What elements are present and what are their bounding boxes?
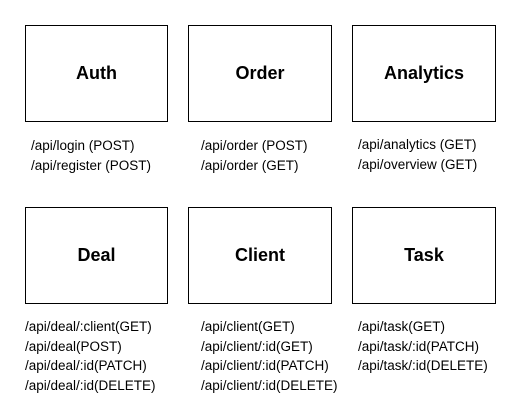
endpoint-item: /api/task/:id(DELETE)	[358, 358, 488, 373]
endpoint-list-auth: /api/login (POST) /api/register (POST)	[31, 136, 151, 175]
endpoint-item: /api/order (GET)	[201, 157, 299, 173]
module-title-auth: Auth	[76, 63, 117, 83]
endpoint-item: /api/register (POST)	[31, 157, 152, 173]
endpoint-list-deal: /api/deal/:client(GET) /api/deal(POST) /…	[25, 317, 156, 395]
module-box-task: Task	[352, 207, 496, 304]
module-box-client: Client	[188, 207, 332, 304]
endpoint-item: /api/client/:id(GET)	[201, 338, 313, 354]
endpoint-item: /api/deal/:client(GET)	[25, 319, 152, 334]
module-title-deal: Deal	[77, 245, 116, 265]
module-box-order: Order	[188, 25, 332, 122]
endpoint-list-task: /api/task(GET) /api/task/:id(PATCH) /api…	[358, 317, 488, 376]
endpoint-item: /api/deal(POST)	[25, 338, 122, 354]
endpoint-item: /api/client(GET)	[201, 319, 295, 334]
module-title-task: Task	[404, 245, 444, 265]
endpoint-item: /api/overview (GET)	[358, 156, 478, 172]
endpoint-item: /api/client/:id(DELETE)	[201, 377, 338, 393]
endpoint-item: /api/deal/:id(PATCH)	[25, 358, 147, 373]
endpoint-item: /api/task/:id(PATCH)	[358, 338, 480, 354]
module-box-deal: Deal	[25, 207, 168, 304]
endpoint-list-order: /api/order (POST) /api/order (GET)	[201, 136, 308, 175]
endpoint-item: /api/login (POST)	[31, 138, 135, 153]
module-title-order: Order	[235, 63, 285, 83]
endpoint-item: /api/task(GET)	[358, 319, 446, 334]
module-box-auth: Auth	[25, 25, 168, 122]
endpoint-list-client: /api/client(GET) /api/client/:id(GET) /a…	[201, 317, 338, 395]
module-box-analytics: Analytics	[352, 25, 496, 122]
endpoint-item: /api/deal/:id(DELETE)	[25, 377, 156, 393]
endpoint-item: /api/order (POST)	[201, 138, 308, 153]
endpoint-list-analytics: /api/analytics (GET) /api/overview (GET)	[358, 135, 477, 174]
module-title-client: Client	[234, 245, 285, 265]
endpoint-item: /api/client/:id(PATCH)	[201, 358, 329, 373]
endpoint-item: /api/analytics (GET)	[358, 137, 477, 152]
module-title-analytics: Analytics	[383, 63, 465, 83]
